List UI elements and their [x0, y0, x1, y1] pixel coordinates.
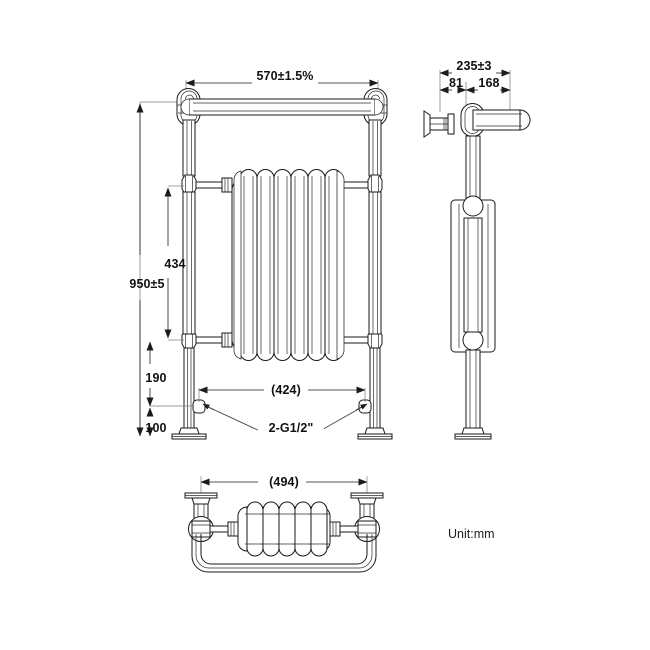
right-upper-joint [367, 174, 383, 195]
side-elevation-view: 235±3 81 168 [423, 59, 531, 440]
plan-left-knuckle [188, 516, 214, 542]
dim-overall-height: 950±5 [129, 102, 164, 437]
right-post-upper [368, 119, 382, 177]
left-leg [183, 347, 195, 429]
dim-radiator-height: 434 [164, 185, 185, 341]
unit-note: Unit:mm [448, 527, 495, 541]
plan-rail-loop [192, 533, 376, 572]
dim-front-width: 570±1.5% [185, 69, 379, 87]
dim-label-side-depth: 235±3 [456, 59, 491, 73]
side-top-rail [460, 102, 531, 138]
dim-label-overall-height: 950±5 [129, 277, 164, 291]
left-upper-joint [181, 174, 197, 195]
plan-view: (494) [184, 475, 384, 572]
dim-lower-leg: 190 [145, 341, 194, 407]
right-foot [357, 427, 393, 440]
dim-connection-spacing: (424) [198, 383, 366, 402]
right-leg [369, 347, 381, 429]
side-leg [465, 349, 481, 429]
dim-side-bracket: 81 [439, 76, 467, 112]
dim-label-radiator-height: 434 [164, 257, 185, 271]
dim-label-side-arm: 168 [478, 76, 499, 90]
dim-label-connection-type: 2-G1/2" [269, 421, 314, 435]
dim-label-foot-height: 100 [145, 421, 166, 435]
connection-ports [192, 399, 372, 414]
side-radiator-outline [450, 195, 496, 353]
leader-connection-label: 2-G1/2" [202, 403, 368, 435]
side-wall-bracket [423, 110, 455, 138]
side-vertical-post [465, 135, 481, 201]
dim-label-connection-spacing: (424) [271, 383, 301, 397]
left-post-mid [182, 191, 196, 335]
top-rail-assembly [177, 89, 388, 127]
radiator-fin-block [231, 168, 345, 362]
left-foot [171, 427, 207, 440]
dim-side-arm: 168 [465, 76, 511, 94]
dim-plan-width: (494) [200, 475, 368, 496]
radiator-fins [239, 168, 343, 362]
side-foot [454, 427, 492, 440]
dim-label-front-width: 570±1.5% [256, 69, 313, 83]
right-post-mid [368, 191, 382, 335]
plan-left-flange [184, 492, 218, 523]
top-rail-bar [180, 98, 384, 116]
dim-label-side-bracket: 81 [449, 76, 463, 90]
left-post-upper [182, 119, 196, 177]
dim-label-lower-leg: 190 [145, 371, 166, 385]
front-elevation-view: 570±1.5% [129, 69, 393, 440]
dim-foot-height: 100 [145, 407, 166, 437]
plan-radiator-fins [237, 501, 331, 557]
dim-label-plan-width: (494) [269, 475, 299, 489]
